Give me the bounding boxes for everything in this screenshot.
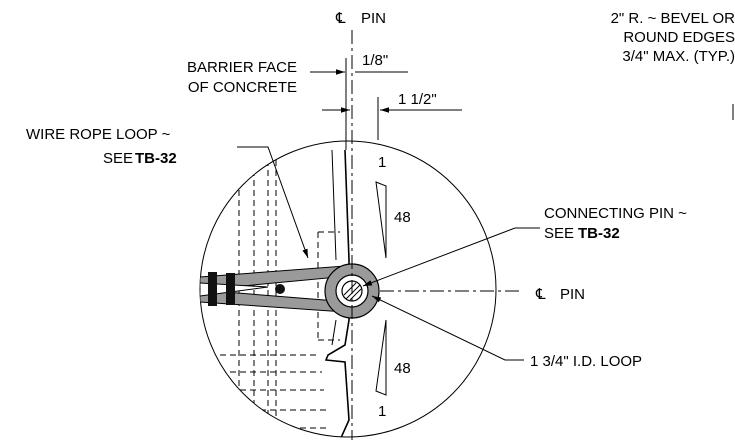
rope-anchor-dot [275,284,285,294]
hidden-steps [200,354,328,429]
bevel-note-line2: ROUND EDGES [623,29,735,46]
centerline-symbol-top: ℄ [335,10,346,27]
wire-rope-leader [237,146,309,259]
connecting-pin-leader [362,227,540,287]
cl-pin-right-label: PIN [560,286,585,303]
slope-bottom-rise: 1 [378,403,386,420]
connecting-pin-line2-prefix: SEE [544,225,574,242]
barrier-face-line1: BARRIER FACE [187,59,297,76]
cl-pin-top-label: PIN [361,10,386,27]
centerline-symbol-right: ℄ [535,286,546,303]
loop-id-leader [371,295,524,361]
slope-top-run: 48 [394,209,411,226]
slope-triangle-bottom [375,319,387,396]
loop-id-label: 1 3/4" I.D. LOOP [530,353,642,370]
connecting-pin-line1: CONNECTING PIN ~ [544,205,687,222]
slope-bottom-run: 48 [394,360,411,377]
slope-triangle-top [375,181,387,259]
bevel-note-line1: 2" R. ~ BEVEL OR [611,10,735,27]
dim-eighth-label: 1/8" [362,52,388,69]
rope-clamp-1 [208,272,217,306]
connecting-pin-ref[interactable]: TB-32 [578,225,620,242]
slope-top-rise: 1 [378,154,386,171]
rope-clamp-2 [226,273,235,305]
barrier-face-inner [331,149,337,346]
hidden-pocket [317,231,340,341]
wire-rope-note-ref[interactable]: TB-32 [135,150,177,167]
wire-rope-note-line1: WIRE ROPE LOOP ~ [26,126,171,143]
wire-rope-note-line2-prefix: SEE [103,150,133,167]
barrier-face-line2: OF CONCRETE [188,79,297,96]
bevel-note-line3: 3/4" MAX. (TYP.) [622,48,735,65]
dim-one-half-label: 1 1/2" [398,91,437,108]
